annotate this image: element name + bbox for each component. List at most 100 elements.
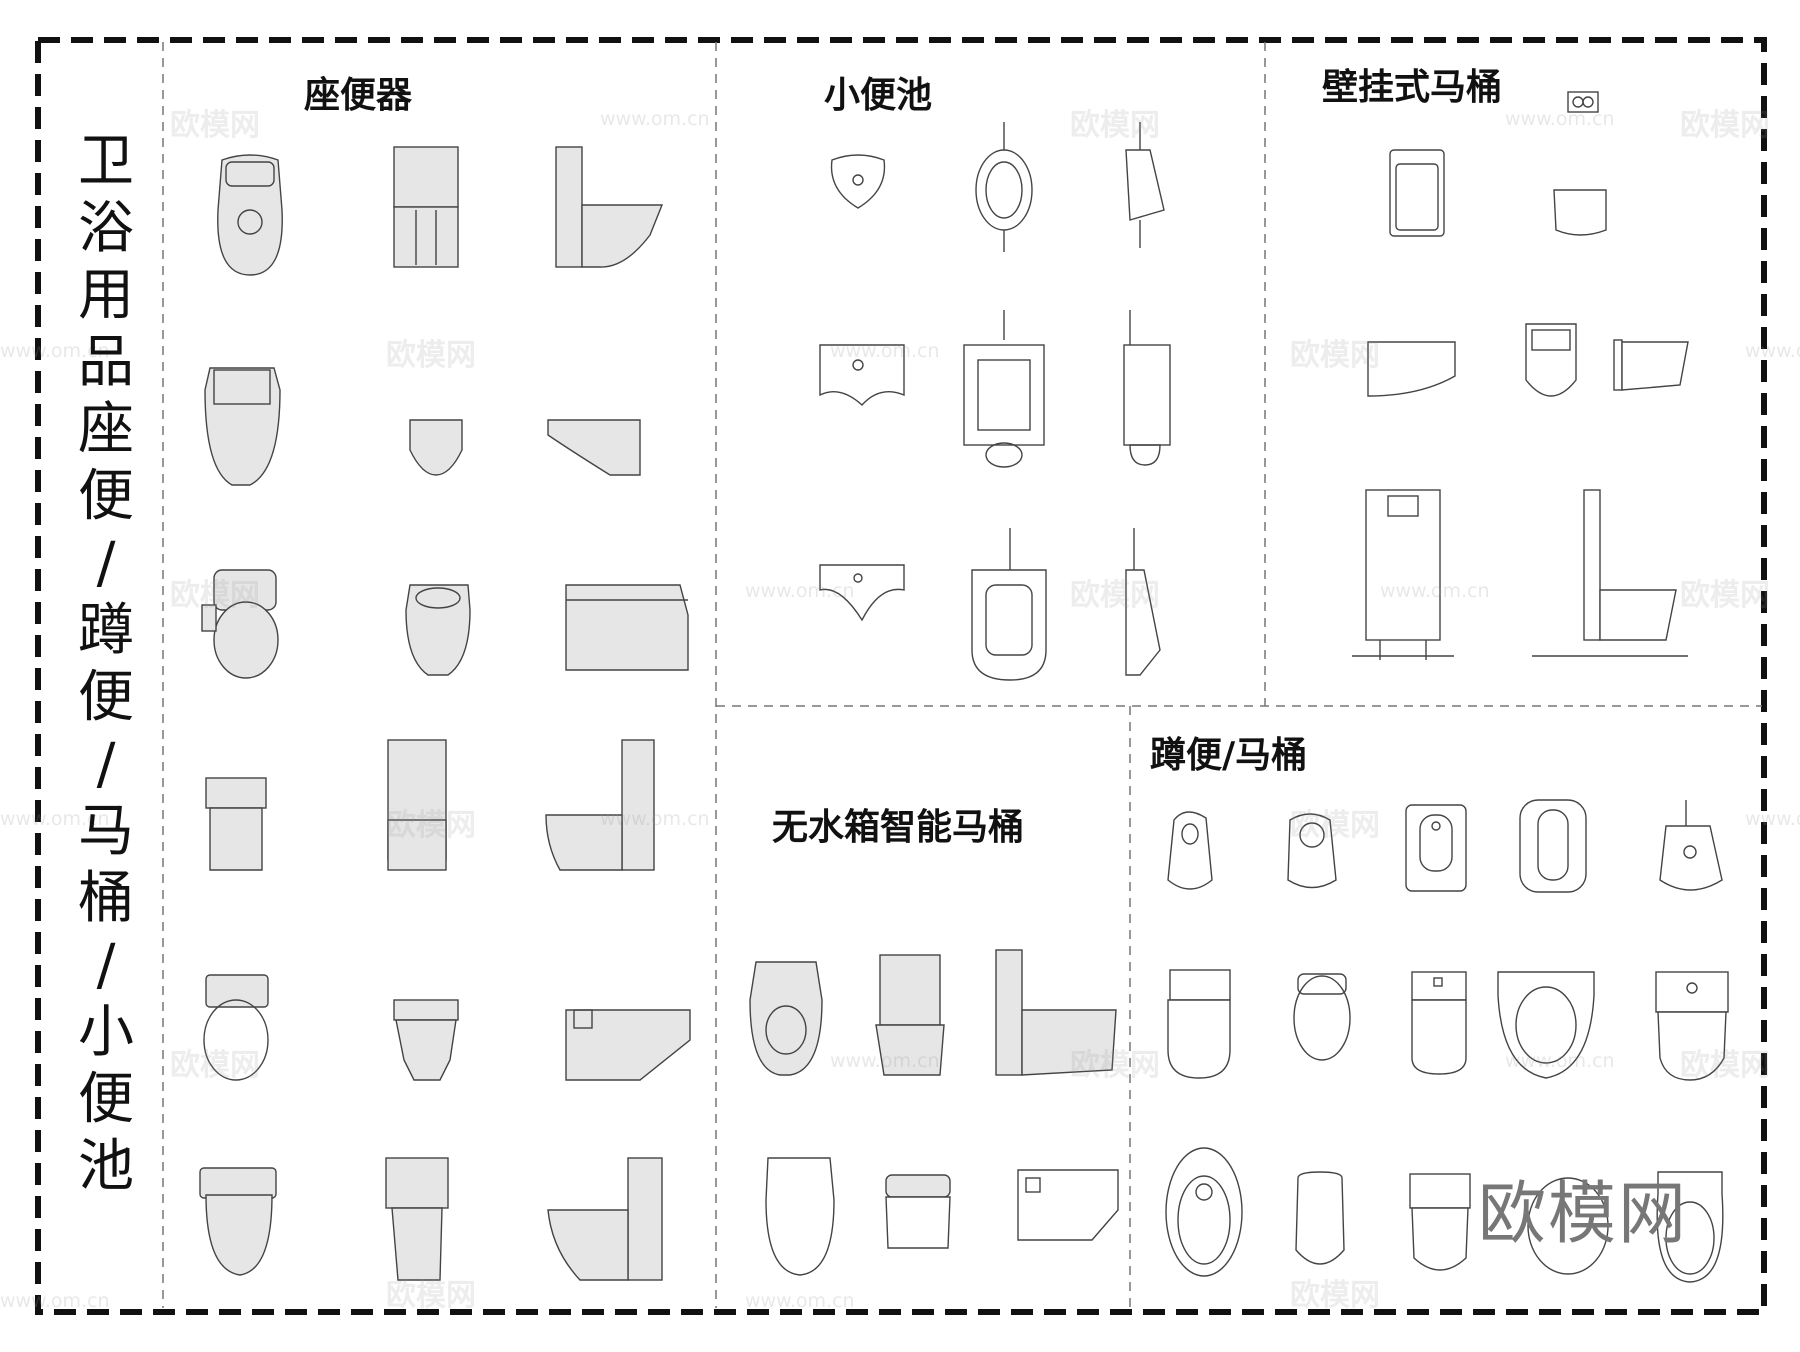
compact-toilet-front-icon [393,999,459,1081]
vertical-title-char: 池 [78,1134,134,1199]
toilet-top-d-icon [1293,973,1351,1061]
vertical-title-char: 浴 [78,196,134,261]
tankless-side-b-icon [1017,1169,1119,1241]
vertical-title-char: 便 [78,1067,134,1132]
watermark-url: www.om.cn [0,808,110,830]
toilet-top-view-icon [217,154,283,276]
close-coupled-toilet-front-icon [385,1157,449,1281]
squat-pan-b-icon [1287,813,1337,889]
watermark-brand: 欧模网 [1070,578,1160,613]
vertical-title-char: 品 [78,330,134,395]
vertical-title-char: 便 [78,464,134,529]
vertical-title-char: 便 [78,665,134,730]
watermark-url: www.om.cn [600,808,710,830]
squat-pan-c-icon [1405,804,1467,892]
wall-toilet-side-icon [547,419,641,476]
tankless-top-b-icon [765,1157,835,1276]
section-label-urinals: 小便池 [824,75,933,116]
toilet-top-k-icon [1527,1177,1609,1275]
section-label-squat-toilets: 蹲便/马桶 [1150,735,1308,776]
watermark-brand: 欧模网 [170,108,260,143]
wall-hung-side-b-icon [1613,339,1689,391]
smart-toilet-top-icon [204,367,281,486]
vertical-title-char: 用 [78,263,134,328]
vertical-title-char: 小 [78,1000,134,1065]
vertical-title-char: 座 [78,397,134,462]
toilet-seat-lid-top-icon [203,974,269,1081]
smart-toilet-side-icon [565,584,689,671]
section-label-tankless-smart: 无水箱智能马桶 [772,807,1025,848]
one-piece-toilet-side-icon [545,739,655,871]
watermark-url: www.om.cn [745,580,855,602]
square-toilet-top-icon [205,777,267,871]
one-piece-toilet-front-icon [387,739,447,871]
urinal-front-icon [975,122,1033,252]
stall-urinal-front-icon [963,310,1045,468]
watermark-url: www.om.cn [1505,108,1615,130]
watermark-brand: 欧模网 [1070,1048,1160,1083]
watermark-brand: 欧模网 [170,1048,260,1083]
urinal-side-icon [1125,122,1165,248]
tankless-front-a-icon [875,954,945,1076]
watermark-brand: 欧模网 [1680,1048,1770,1083]
elongated-toilet-top-icon [199,1167,277,1276]
toilet-top-f-icon [1497,971,1595,1079]
vertical-title-char: / [96,933,116,998]
flush-plate-icon [1567,91,1599,113]
watermark-url: www.om.cn [745,1290,855,1312]
tankless-top-a-icon [749,961,823,1076]
vertical-title-char: / [96,531,116,596]
watermark-brand: 欧模网 [1290,338,1380,373]
watermark-url: www.om.cn [1380,580,1490,602]
wall-toilet-front-icon [409,419,463,476]
squat-pan-e-icon [1659,800,1723,891]
watermark-brand: 欧模网 [170,578,260,613]
wall-hung-front-icon [1553,189,1607,236]
watermark-brand: 欧模网 [1680,578,1770,613]
watermark-brand: 欧模网 [1070,108,1160,143]
toilet-top-i-icon [1295,1171,1345,1265]
watermark-url: www.om.cn [830,340,940,362]
watermark-brand: 欧模网 [386,808,476,843]
tank-toilet-front-icon [393,146,459,268]
bidet-seat-top-icon [201,569,279,679]
toilet-top-h-icon [1165,1147,1243,1277]
vertical-title-char: 桶 [78,866,134,931]
concealed-cistern-side-icon [1532,489,1688,657]
section-dividers [162,42,1762,1308]
wall-hung-top-icon [1389,149,1445,237]
squat-pan-a-icon [1167,811,1213,890]
vertical-title-char: 蹲 [78,598,134,663]
toilet-top-g-icon [1655,971,1729,1081]
vertical-title: 卫浴用品座便/蹲便/马桶/小便池 [74,128,138,1200]
fixture-icons [199,91,1729,1283]
urinal-top-icon [830,154,886,209]
squat-pan-d-icon [1519,799,1587,893]
watermark-url: www.om.cn [0,1290,110,1312]
smart-seat-side-icon [565,1009,691,1081]
smart-toilet-front-icon [405,584,471,676]
corner-logo: 欧模网 [1478,1175,1689,1254]
outer-frame [35,37,1767,1315]
watermark-brand: 欧模网 [1290,808,1380,843]
stall-urinal-side-icon [1123,310,1171,466]
vertical-title-char: / [96,732,116,797]
tank-toilet-side-icon [555,146,664,268]
watermark-brand: 欧模网 [386,338,476,373]
tankless-side-a-icon [995,949,1117,1076]
concealed-cistern-front-icon [1352,489,1454,660]
close-coupled-toilet-side-icon [547,1157,663,1281]
watermark-url: www.om.cn [600,108,710,130]
vertical-title-char: 卫 [78,129,134,194]
flush-urinal-front-icon [971,528,1047,681]
watermark-brand: 欧模网 [386,1278,476,1313]
watermark-url: www.om.cn [0,340,110,362]
toilet-top-l-icon [1656,1171,1724,1283]
toilet-top-e-icon [1411,971,1467,1075]
watermark-brand: 欧模网 [1290,1278,1380,1313]
section-label-seat-toilets: 座便器 [304,75,413,116]
wall-hung-side-a-icon [1367,341,1456,397]
wall-hung-top-b-icon [1525,323,1577,397]
tankless-front-b-icon [885,1174,951,1249]
